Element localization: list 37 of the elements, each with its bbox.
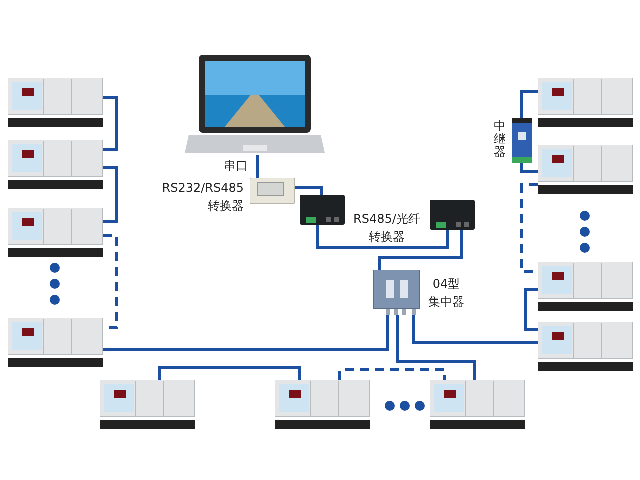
cable-line <box>295 186 324 195</box>
meter-drawing <box>100 380 195 430</box>
fiber-converter-drawing <box>300 195 345 225</box>
meter-drawing <box>8 318 103 368</box>
converter-drawing <box>250 178 295 204</box>
meter-drawing <box>8 140 103 190</box>
cable-line <box>103 234 118 330</box>
cable-line <box>103 315 390 352</box>
meter-drawing <box>538 262 633 312</box>
cable-line <box>396 315 476 380</box>
meter-drawing <box>538 78 633 128</box>
laptop-drawing <box>185 55 325 155</box>
meter-drawing <box>8 78 103 128</box>
cable-line <box>520 163 538 174</box>
meter-drawing <box>538 145 633 195</box>
meter-drawing <box>538 322 633 372</box>
device-label: 04型集中器 <box>428 276 465 311</box>
device-label: RS485/光纤转换器 <box>352 211 422 246</box>
cable-line <box>412 315 538 344</box>
cable-line <box>256 155 260 178</box>
cable-line <box>378 230 464 270</box>
device-label: RS232/RS485转换器 <box>161 180 244 215</box>
concentrator-drawing <box>372 270 422 315</box>
cable-line <box>520 90 538 118</box>
cable-line <box>103 96 118 152</box>
meter-drawing <box>8 208 103 258</box>
cable-line <box>524 288 538 332</box>
repeater-drawing <box>512 118 532 163</box>
meter-drawing <box>275 380 370 430</box>
meter-drawing <box>430 380 525 430</box>
cable-line <box>158 366 302 380</box>
cable-line <box>316 225 450 250</box>
device-label: 中继器 <box>494 120 506 160</box>
cable-line <box>520 184 538 274</box>
fiber-converter-drawing <box>430 200 475 230</box>
cable-line <box>103 166 118 224</box>
cable-line <box>338 368 446 380</box>
